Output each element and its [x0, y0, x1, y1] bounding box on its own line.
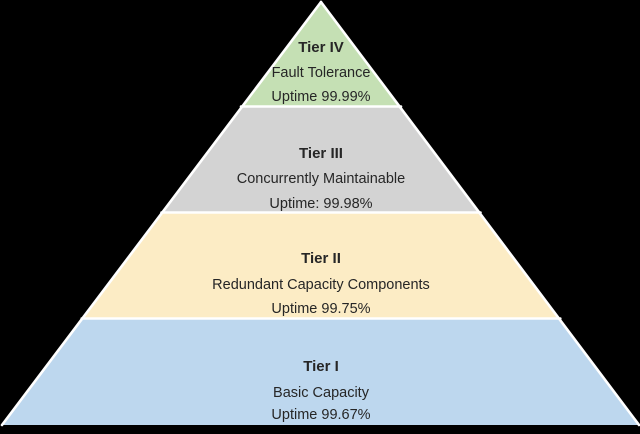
tier-2-shape — [82, 212, 560, 319]
tier-4-shape — [242, 2, 400, 107]
tier-3-title: Tier III — [299, 145, 343, 162]
pyramid-right-edge — [319, 0, 640, 427]
tier-3-shape — [162, 106, 480, 213]
tier-2-title: Tier II — [301, 250, 341, 267]
tier-3-uptime: Uptime: 99.98% — [269, 196, 372, 212]
tier-1-title: Tier I — [303, 358, 339, 375]
tier-1-uptime: Uptime 99.67% — [271, 407, 370, 423]
tier-1-name: Basic Capacity — [273, 385, 370, 401]
tier-2-name: Redundant Capacity Components — [212, 277, 430, 293]
pyramid-left-edge — [0, 0, 323, 427]
tier-1-shape — [2, 318, 639, 425]
tier-3-name: Concurrently Maintainable — [237, 171, 405, 187]
tier-2-uptime: Uptime 99.75% — [271, 301, 370, 317]
tier-4-name: Fault Tolerance — [272, 65, 371, 81]
tier-4-title: Tier IV — [298, 39, 344, 56]
tier-4-uptime: Uptime 99.99% — [271, 89, 370, 105]
